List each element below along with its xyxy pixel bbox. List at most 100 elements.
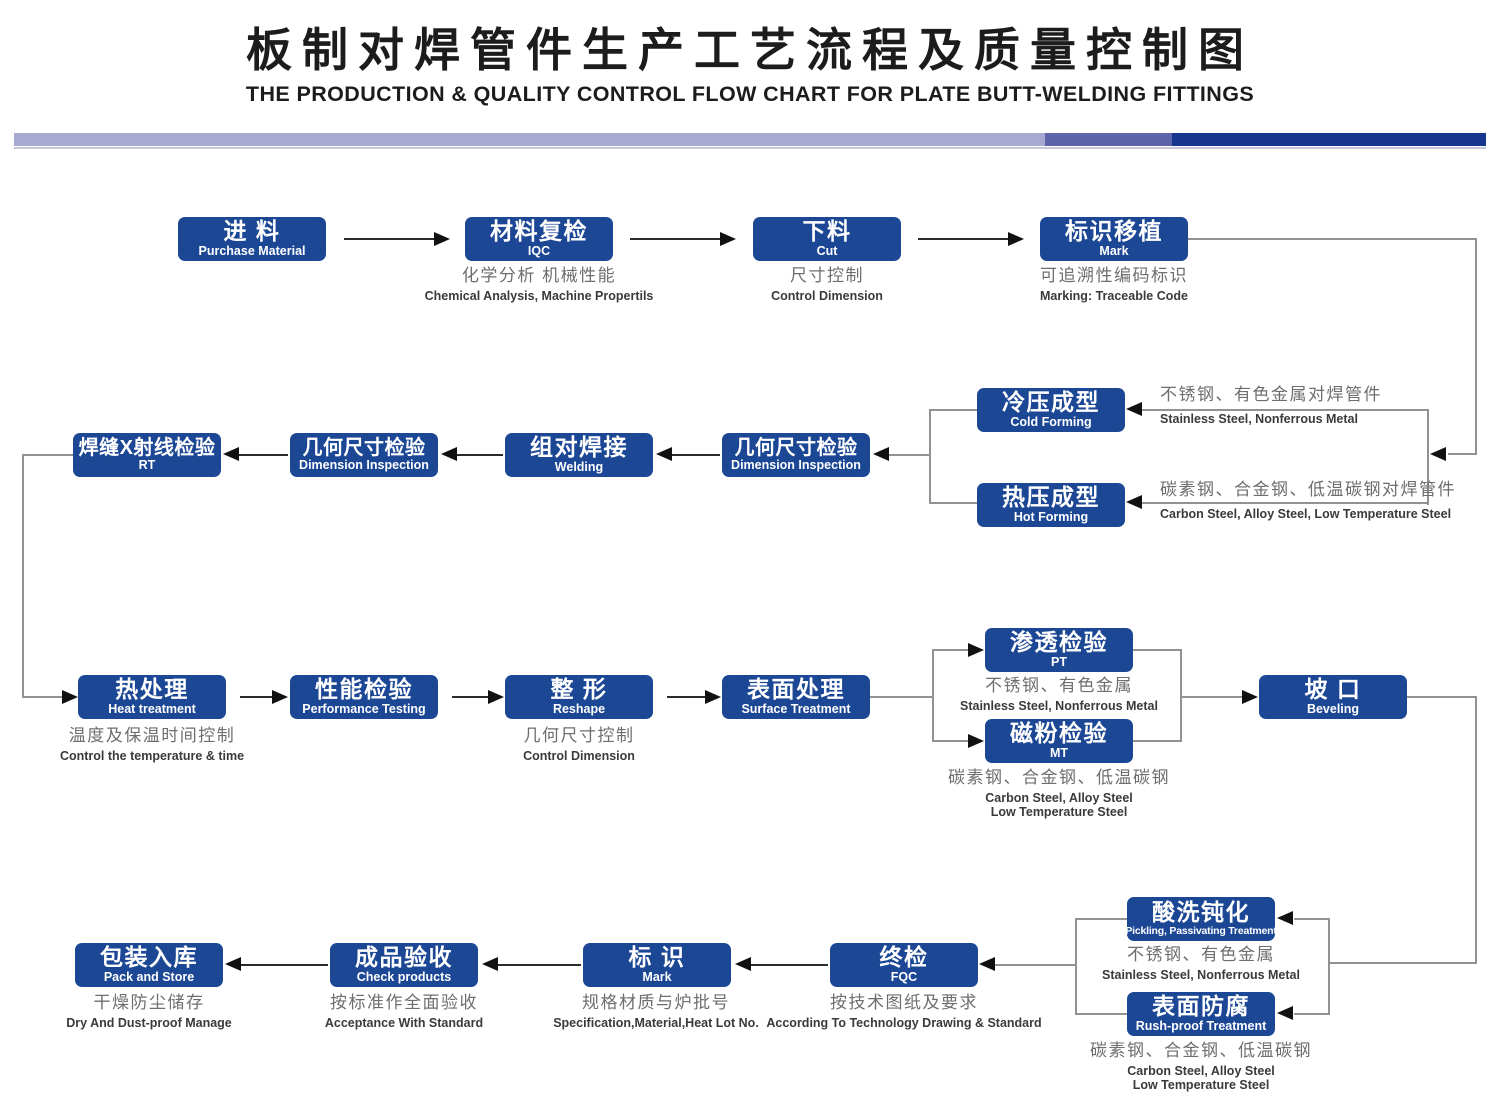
box-label-cn: 坡 口 [1304, 676, 1362, 703]
connector-rt-to-heat [22, 696, 62, 698]
connector-beveling-to-bracket [1328, 962, 1477, 964]
note-cut: 尺寸控制 Control Dimension [677, 266, 977, 303]
flow-box-rt: 焊缝X射线检验 RT [73, 433, 221, 477]
note-cn: 不锈钢、有色金属 [1127, 945, 1275, 964]
flow-box-mark-transfer: 标识移植 Mark [1040, 217, 1188, 261]
flow-box-hot-forming: 热压成型 Hot Forming [977, 483, 1125, 527]
connector-welding-inspection1 [457, 454, 503, 456]
arrow-welding-inspection1 [441, 447, 457, 461]
arrow-to-pt [968, 643, 984, 657]
flow-box-mt: 磁粉检验 MT [985, 719, 1133, 763]
connector-cut-mark [918, 238, 1008, 240]
connector-purchase-iqc [344, 238, 434, 240]
flow-box-rustproof: 表面防腐 Rush-proof Treatment [1127, 992, 1275, 1036]
box-label-en: Purchase Material [198, 243, 306, 258]
note-en: Specification,Material,Heat Lot No. [553, 1015, 759, 1030]
connector-to-pickling [1294, 918, 1328, 920]
connector-iqc-cut [630, 238, 720, 240]
note-en: Acceptance With Standard [324, 1015, 484, 1030]
note-cn: 尺寸控制 [790, 266, 864, 285]
connector-beveling-down [1475, 696, 1477, 964]
arrow-merge-to-inspection [873, 447, 889, 461]
note-pt: 不锈钢、有色金属 Stainless Steel, Nonferrous Met… [909, 676, 1209, 713]
box-label-cn: 几何尺寸检验 [734, 436, 858, 459]
box-label-cn: 表面处理 [747, 676, 845, 703]
connector-rustproof-out [1075, 1013, 1127, 1015]
connector-merge-to-fqc [995, 964, 1075, 966]
flow-box-pickling: 酸洗钝化 Pickling, Passivating Treatment [1125, 897, 1277, 941]
box-label-en: Mark [1099, 243, 1129, 258]
connector-merge-to-beveling [1180, 696, 1242, 698]
note-en2: Low Temperature Steel [990, 804, 1128, 819]
box-label-cn: 整 形 [550, 676, 608, 703]
note-mark-transfer: 可追溯性编码标识 Marking: Traceable Code [964, 266, 1264, 303]
note-en: According To Technology Drawing & Standa… [766, 1015, 1042, 1030]
box-label-en: PT [1051, 654, 1067, 669]
note-en: Stainless Steel, Nonferrous Metal [1160, 411, 1358, 426]
connector-inspection1-rt [239, 454, 288, 456]
box-label-en: Heat treatment [108, 701, 196, 716]
flow-box-dimension-inspection-2: 几何尺寸检验 Dimension Inspection [722, 433, 870, 477]
connector-reshape-surface [667, 696, 705, 698]
note-reshape: 几何尺寸控制 Control Dimension [429, 726, 729, 763]
connector-mark-check [498, 964, 581, 966]
box-label-en: Beveling [1306, 701, 1360, 716]
connector-performance-reshape [452, 696, 488, 698]
connector-rt-left [22, 454, 73, 456]
note-hot-forming: 碳素钢、合金钢、低温碳钢对焊管件 Carbon Steel, Alloy Ste… [1160, 480, 1500, 521]
box-label-en: MT [1049, 745, 1069, 760]
connector-check-pack [241, 964, 328, 966]
note-check: 按标准作全面验收 Acceptance With Standard [254, 993, 554, 1030]
note-en: Stainless Steel, Nonferrous Metal [960, 698, 1158, 713]
arrow-performance-reshape [488, 690, 504, 704]
box-label-cn: 表面防腐 [1152, 993, 1250, 1020]
note-en: Dry And Dust-proof Manage [66, 1015, 232, 1030]
note-cn: 按标准作全面验收 [330, 993, 478, 1012]
note-final-mark: 规格材质与炉批号 Specification,Material,Heat Lot… [506, 993, 806, 1030]
connector-to-mt [932, 740, 968, 742]
note-iqc: 化学分析 机械性能 Chemical Analysis, Machine Pro… [389, 266, 689, 303]
connector-to-pt [932, 649, 968, 651]
arrow-reshape-surface [705, 690, 721, 704]
note-cn: 干燥防尘储存 [93, 993, 205, 1012]
connector-mark-right [1188, 238, 1477, 240]
page-title: 板制对焊管件生产工艺流程及质量控制图 [246, 24, 1254, 76]
flow-box-welding: 组对焊接 Welding [505, 433, 653, 477]
box-label-cn: 标 识 [628, 944, 686, 971]
arrow-heat-performance [272, 690, 288, 704]
arrow-to-hot-forming [1126, 495, 1142, 509]
note-cn: 规格材质与炉批号 [582, 993, 730, 1012]
box-label-en: Pickling, Passivating Treatment [1125, 924, 1277, 937]
box-label-en: Cold Forming [1010, 414, 1092, 429]
connector-mark-down [1475, 238, 1477, 455]
arrow-inspection1-rt [223, 447, 239, 461]
connector-forming-merge-vertical [929, 409, 931, 504]
box-label-cn: 热压成型 [1002, 484, 1100, 511]
arrow-check-pack [225, 957, 241, 971]
flow-box-pack-and-store: 包装入库 Pack and Store [75, 943, 223, 987]
connector-merge-to-inspection [889, 454, 929, 456]
note-fqc: 按技术图纸及要求 According To Technology Drawing… [754, 993, 1054, 1030]
arrow-to-pickling [1277, 911, 1293, 925]
box-label-cn: 渗透检验 [1010, 629, 1108, 656]
arrow-mark-into-bracket [1430, 447, 1446, 461]
connector-to-rustproof [1294, 1013, 1328, 1015]
arrow-merge-to-beveling [1242, 690, 1258, 704]
box-label-en: Dimension Inspection [299, 458, 429, 473]
box-label-cn: 焊缝X射线检验 [78, 436, 216, 459]
flow-box-pt: 渗透检验 PT [985, 628, 1133, 672]
connector-hot-out [929, 502, 977, 504]
box-label-cn: 终检 [879, 944, 929, 971]
box-label-en: Welding [554, 459, 604, 474]
arrow-to-cold-forming [1126, 402, 1142, 416]
flow-box-performance-testing: 性能检验 Performance Testing [290, 675, 438, 719]
box-label-cn: 组对焊接 [530, 434, 628, 461]
note-cn: 碳素钢、合金钢、低温碳钢对焊管件 [1160, 480, 1456, 499]
note-en: Stainless Steel, Nonferrous Metal [1102, 967, 1300, 982]
note-rustproof: 碳素钢、合金钢、低温碳钢 Carbon Steel, Alloy Steel L… [1051, 1041, 1351, 1092]
note-pickling: 不锈钢、有色金属 Stainless Steel, Nonferrous Met… [1051, 945, 1351, 982]
box-label-en: Reshape [552, 701, 606, 716]
connector-pickling-out [1075, 918, 1127, 920]
divider-bar-shadow [14, 147, 1486, 149]
divider-bar-light [14, 133, 1045, 146]
